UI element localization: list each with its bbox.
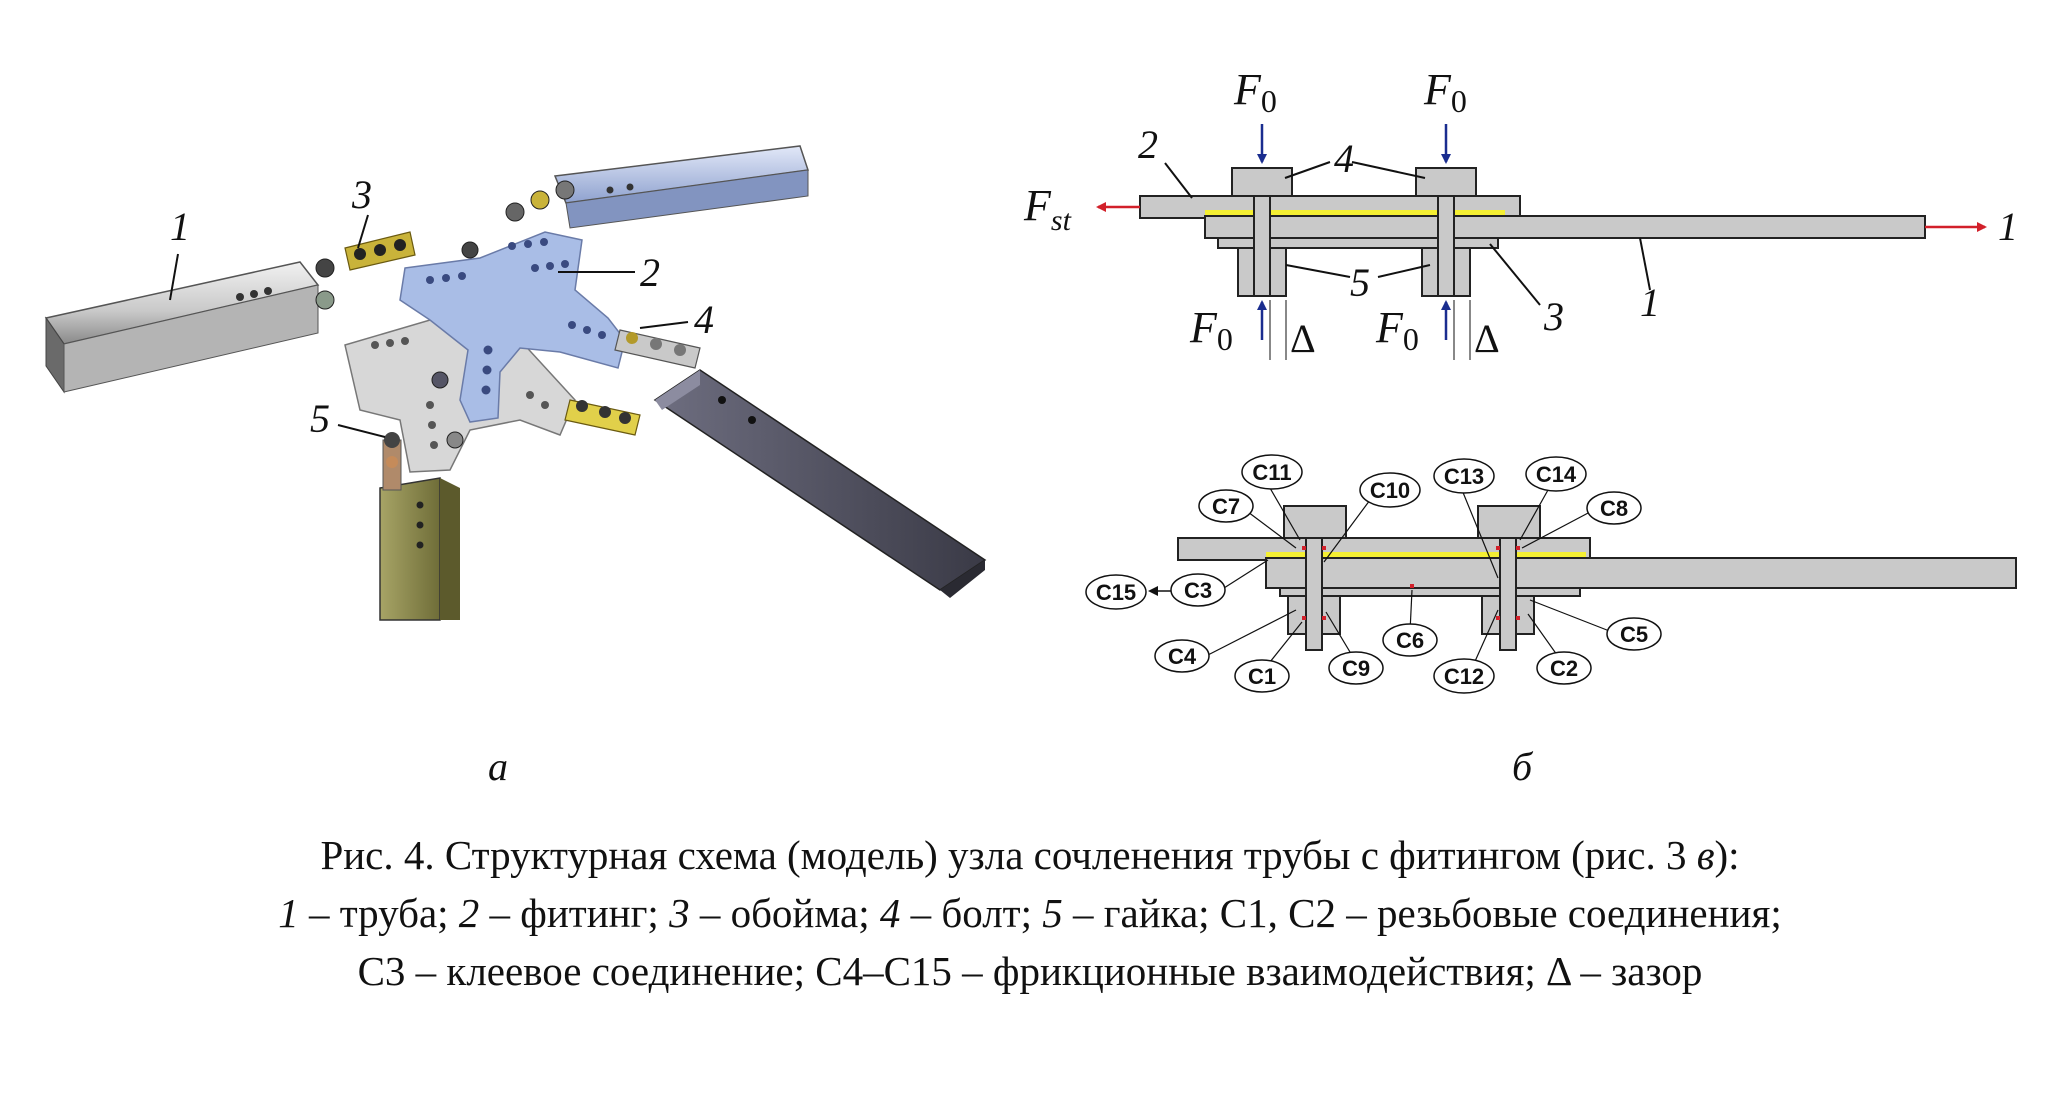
clip-4 xyxy=(614,329,701,369)
label-b-part-1: 1 xyxy=(1640,280,1660,325)
panel-b-top-scheme: F0 F0 F0 F0 Fst 1 Δ Δ 2 4 5 3 1 xyxy=(1023,65,2018,361)
panel-a-exploded-view: 1 3 2 4 5 а xyxy=(44,145,987,789)
svg-text:C8: C8 xyxy=(1600,496,1628,521)
label-right-force: 1 xyxy=(1998,204,2018,249)
node-c4: C4 xyxy=(1154,639,1210,673)
label-part-2: 2 xyxy=(640,250,660,295)
caption-line-2: 1 – труба; 2 – фитинг; 3 – обойма; 4 – б… xyxy=(278,890,1782,936)
tube-1-left xyxy=(44,261,320,394)
svg-text:C14: C14 xyxy=(1536,462,1577,487)
adhesive-strip-top xyxy=(1205,210,1505,216)
leader-4 xyxy=(639,321,689,329)
clip-plate-top xyxy=(1217,237,1499,249)
contact-marks xyxy=(1302,546,1520,620)
leader-3 xyxy=(357,214,369,249)
label-part-4: 4 xyxy=(694,297,714,342)
node-c10: C10 xyxy=(1359,472,1421,508)
bolt-left-bottom xyxy=(1283,505,1347,651)
tube-plate-bottom xyxy=(1265,557,2017,589)
caption-line-1: Рис. 4. Структурная схема (модель) узла … xyxy=(320,832,1740,878)
adhesive-strip-bottom xyxy=(1266,552,1586,558)
node-c7: C7 xyxy=(1198,489,1254,523)
leader-b-5-left xyxy=(1285,264,1351,278)
tube-upper-right xyxy=(553,145,809,229)
panel-a-label: а xyxy=(488,744,508,789)
label-fst: Fst xyxy=(1023,181,1072,237)
clip-lower xyxy=(564,399,641,436)
node-c6: C6 xyxy=(1382,623,1438,657)
svg-text:C4: C4 xyxy=(1168,644,1197,669)
node-c9: C9 xyxy=(1328,651,1384,685)
figure-caption: Рис. 4. Структурная схема (модель) узла … xyxy=(0,826,2060,1000)
panel-b-label: б xyxy=(1512,744,1534,789)
node-c8: C8 xyxy=(1586,491,1642,525)
svg-text:C10: C10 xyxy=(1370,478,1410,503)
leader-5 xyxy=(337,424,386,438)
label-part-1: 1 xyxy=(170,204,190,249)
bolt-right-top xyxy=(1415,167,1477,297)
svg-text:C11: C11 xyxy=(1252,460,1291,485)
svg-text:C6: C6 xyxy=(1396,628,1424,653)
node-leaders xyxy=(1205,487,1613,673)
node-c13: C13 xyxy=(1433,458,1495,494)
svg-text:C2: C2 xyxy=(1550,656,1578,681)
node-c3: C3 xyxy=(1170,573,1226,607)
svg-text:C1: C1 xyxy=(1248,664,1276,689)
node-c12: C12 xyxy=(1433,658,1495,694)
node-c11: C11 xyxy=(1241,454,1303,490)
svg-text:C12: C12 xyxy=(1444,664,1484,689)
label-b-part-5: 5 xyxy=(1350,260,1370,305)
svg-text:C13: C13 xyxy=(1444,464,1484,489)
label-gap-right: Δ xyxy=(1474,316,1500,361)
leader-b-2 xyxy=(1164,162,1193,199)
node-c14: C14 xyxy=(1525,456,1587,492)
node-c2: C2 xyxy=(1536,651,1592,685)
tube-bottom xyxy=(379,477,460,621)
leader-b-4-left xyxy=(1284,161,1331,179)
bolt-group-upper xyxy=(315,180,575,449)
leader-b-3 xyxy=(1489,243,1541,306)
svg-text:C15: C15 xyxy=(1096,580,1136,605)
label-f0-bottom-left: F0 xyxy=(1189,303,1233,357)
node-c1: C1 xyxy=(1234,659,1290,693)
label-gap-left: Δ xyxy=(1290,316,1316,361)
label-part-3: 3 xyxy=(351,172,372,217)
label-f0-bottom-right: F0 xyxy=(1375,303,1419,357)
svg-text:C7: C7 xyxy=(1212,494,1240,519)
tube-lower-right xyxy=(653,369,987,598)
leader-b-4-right xyxy=(1351,161,1426,179)
clip-plate-bottom xyxy=(1279,587,1581,597)
tube-plate-top xyxy=(1204,215,1926,239)
label-part-5: 5 xyxy=(310,396,330,441)
label-f0-top-right: F0 xyxy=(1423,65,1467,119)
svg-text:C3: C3 xyxy=(1184,578,1212,603)
label-f0-top-left: F0 xyxy=(1233,65,1277,119)
panel-b-bottom-scheme: C11 C7 C10 C13 C14 C8 C15 C3 C4 C1 C9 C6… xyxy=(1085,454,2017,789)
leader-b-1 xyxy=(1639,237,1651,291)
label-b-part-2: 2 xyxy=(1138,122,1158,167)
node-c15: C15 xyxy=(1085,574,1147,610)
fitting-2-plate xyxy=(399,231,626,423)
leader-b-5-right xyxy=(1377,264,1431,278)
leader-1 xyxy=(169,253,179,301)
svg-text:C9: C9 xyxy=(1342,656,1370,681)
clip-3 xyxy=(344,231,416,271)
bolt-left-top xyxy=(1231,167,1293,297)
svg-text:C5: C5 xyxy=(1620,622,1648,647)
node-c5: C5 xyxy=(1606,617,1662,651)
caption-line-3: С3 – клеевое соединение; С4–С15 – фрикци… xyxy=(357,948,1703,994)
bolt-stack-5 xyxy=(382,432,402,491)
label-b-part-3: 3 xyxy=(1543,294,1564,339)
label-b-part-4: 4 xyxy=(1334,136,1354,181)
